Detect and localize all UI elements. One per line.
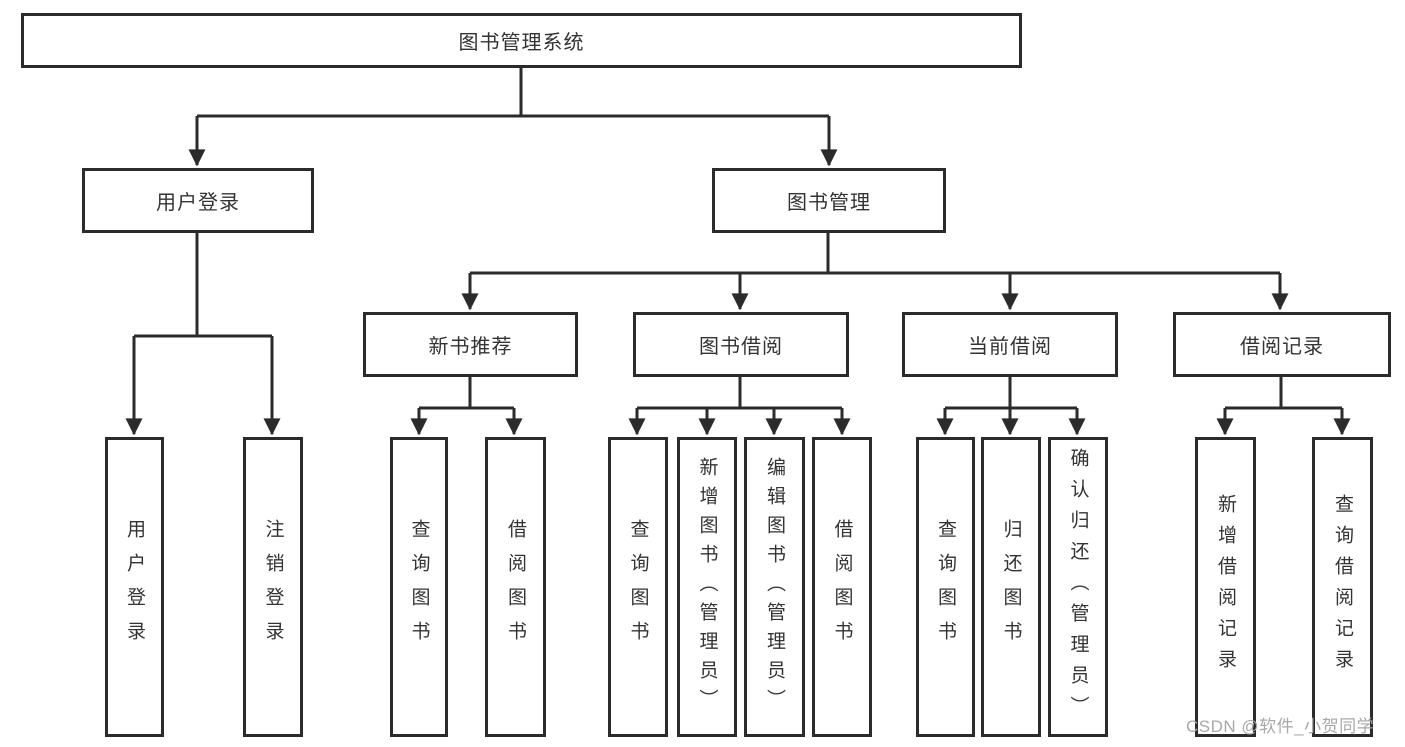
node-label: 新书推荐 xyxy=(428,336,513,358)
node-label: 编辑图书（管理员） xyxy=(764,456,785,718)
leaf-search-books-recommend: 查询图书 xyxy=(390,437,448,737)
leaf-search-books-current: 查询图书 xyxy=(916,437,975,737)
node-label: 图书借阅 xyxy=(699,336,783,358)
node-book-borrowing: 图书借阅 xyxy=(633,312,849,377)
node-label: 新增图书（管理员） xyxy=(696,456,718,718)
connector-borrow-record-split xyxy=(1225,377,1342,410)
leaf-borrow-books: 借阅图书 xyxy=(812,437,872,737)
node-book-management: 图书管理 xyxy=(712,168,946,233)
node-label: 借阅图书 xyxy=(505,519,526,655)
csdn-watermark: CSDN @软件_小贺同学 xyxy=(1186,717,1375,736)
node-label: 借阅图书 xyxy=(831,519,853,655)
node-label: 当前借阅 xyxy=(968,336,1052,358)
node-label: 用户登录 xyxy=(156,192,240,214)
node-label: 图书管理系统 xyxy=(458,32,585,54)
node-label: 借阅记录 xyxy=(1240,336,1324,358)
connector-new-book-split xyxy=(419,377,514,410)
node-label: 用户登录 xyxy=(124,519,145,655)
node-label: 查询图书 xyxy=(627,519,649,655)
leaf-add-books-admin: 新增图书（管理员） xyxy=(677,437,737,737)
leaf-confirm-return-admin: 确认归还（管理员） xyxy=(1048,437,1108,737)
node-label: 查询图书 xyxy=(935,519,956,655)
leaf-return-books: 归还图书 xyxy=(981,437,1041,737)
leaf-edit-books-admin: 编辑图书（管理员） xyxy=(744,437,805,737)
node-label: 注销登录 xyxy=(262,519,284,655)
node-new-book-recommendation: 新书推荐 xyxy=(363,312,578,377)
node-borrowing-records: 借阅记录 xyxy=(1173,312,1391,377)
node-label: 图书管理 xyxy=(787,192,871,214)
node-label: 归还图书 xyxy=(1000,519,1022,655)
node-library-management-system: 图书管理系统 xyxy=(21,13,1022,68)
connector-book-mgmt-split xyxy=(470,233,1280,275)
node-label: 查询借阅记录 xyxy=(1332,494,1353,680)
leaf-user-login: 用户登录 xyxy=(105,437,164,737)
leaf-add-borrow-record: 新增借阅记录 xyxy=(1195,437,1256,737)
leaf-borrow-books-recommend: 借阅图书 xyxy=(485,437,546,737)
node-user-login: 用户登录 xyxy=(82,168,314,233)
connector-current-borrow-split xyxy=(945,377,1077,410)
arrow-stems xyxy=(125,116,1351,436)
leaf-search-books-borrowing: 查询图书 xyxy=(608,437,668,737)
leaf-search-borrow-record: 查询借阅记录 xyxy=(1312,437,1373,737)
node-label: 查询图书 xyxy=(408,519,430,655)
connector-user-login-split xyxy=(134,233,272,338)
node-label: 新增借阅记录 xyxy=(1215,494,1236,680)
connector-book-borrow-split xyxy=(637,377,842,410)
node-label: 确认归还（管理员） xyxy=(1067,447,1089,727)
leaf-logout: 注销登录 xyxy=(243,437,303,737)
connector-root-split xyxy=(197,67,829,118)
node-current-borrowing: 当前借阅 xyxy=(902,312,1118,377)
